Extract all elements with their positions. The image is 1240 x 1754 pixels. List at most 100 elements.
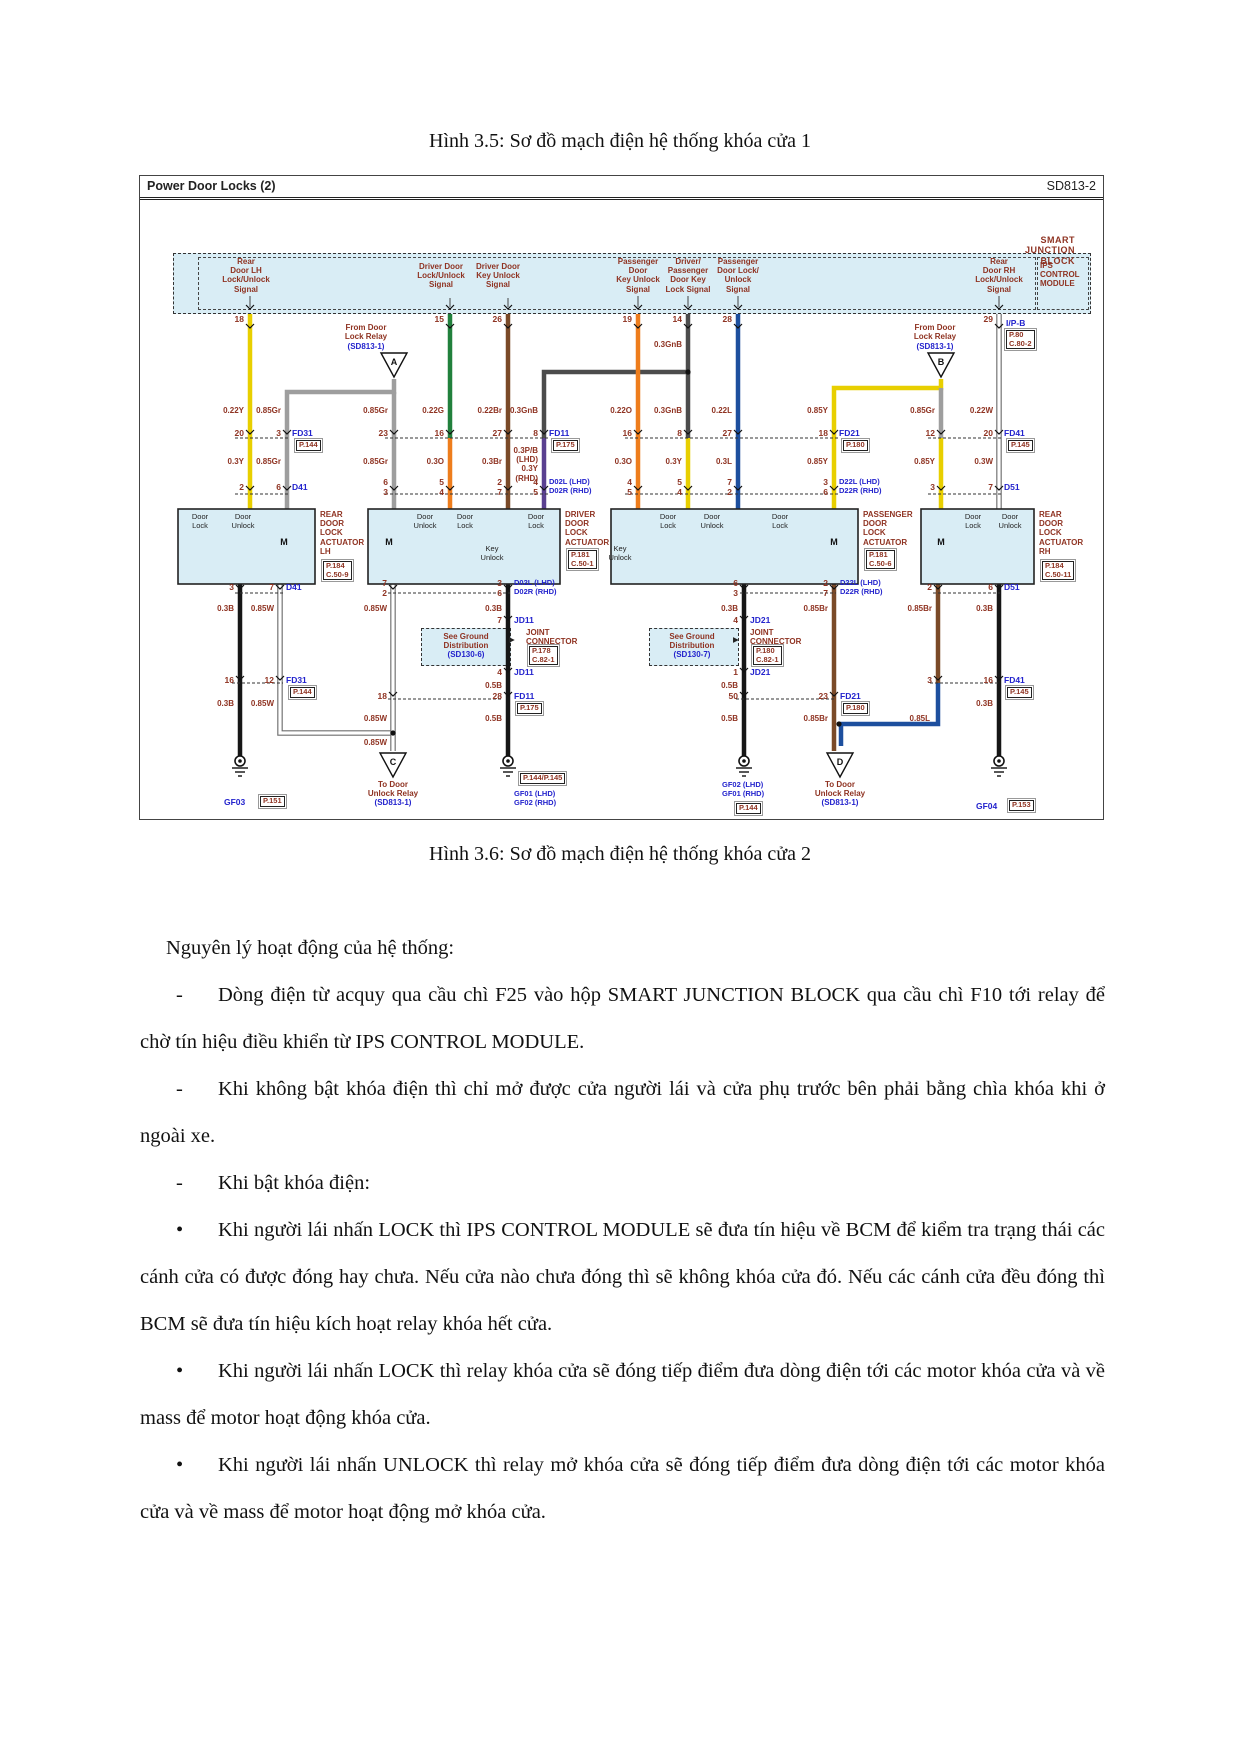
symbol-letter: M	[385, 537, 393, 547]
pin-number: 18	[234, 314, 244, 324]
pin-number: 1	[733, 667, 738, 677]
component-name: PASSENGER DOOR LOCK ACTUATOR	[863, 510, 913, 547]
wire-gauge-label: 0.5B	[721, 681, 738, 690]
pin-number: 3	[276, 428, 281, 438]
connector-ref-box: P.151	[258, 794, 287, 809]
wire	[831, 379, 944, 509]
pin-number: 16	[622, 428, 632, 438]
symbol-letter: C	[389, 757, 397, 767]
pin-number: 2 7	[497, 477, 502, 497]
signal-label: Passenger Door Key Unlock Signal	[616, 257, 660, 294]
pin-number: 12	[925, 428, 935, 438]
pin-number: 12	[264, 675, 274, 685]
door-lock-actuator-box	[367, 508, 561, 585]
wire-gauge-label: 0.22L	[711, 406, 732, 415]
connector-ref-box: P.175	[551, 438, 580, 453]
pin-number: 14	[672, 314, 682, 324]
wire-gauge-label: 0.85Y	[807, 457, 828, 466]
wire-gauge-label: 0.3B	[485, 604, 502, 613]
list-item: -Khi không bật khóa điện thì chỉ mở được…	[140, 1066, 1105, 1160]
wire-gauge-label: 0.85W	[250, 699, 274, 708]
pin-number: 18	[377, 691, 387, 701]
list-item-text: Khi không bật khóa điện thì chỉ mở được …	[140, 1078, 1105, 1147]
figure-caption-top: Hình 3.5: Sơ đồ mạch điện hệ thống khóa …	[429, 130, 811, 152]
pin-number: 3	[930, 482, 935, 492]
connector-ref-box: P.180	[841, 701, 870, 716]
relay-note: From Door Lock Relay	[344, 323, 388, 342]
symbol-letter: M	[280, 537, 288, 547]
wire-gauge-label: 0.85Gr	[256, 457, 281, 466]
connector-id: FD11	[514, 691, 535, 701]
schematic-ref: (SD130-7)	[673, 650, 711, 659]
symbol-letter: B	[937, 357, 945, 367]
pin-number: 28	[492, 691, 502, 701]
switch-label: Door Lock	[771, 512, 789, 530]
switch-label: Door Unlock	[413, 512, 437, 530]
wire-gauge-label: 0.5B	[721, 714, 738, 723]
switch-label: Door Lock	[964, 512, 982, 530]
pin-number: 3 6	[823, 477, 828, 497]
component-name: REAR DOOR LOCK ACTUATOR RH	[1039, 510, 1084, 556]
relay-triangle	[379, 352, 409, 379]
list-item-text: Khi người lái nhấn UNLOCK thì relay mở k…	[140, 1454, 1105, 1523]
switch-label: ▶	[509, 635, 515, 644]
switch-label: Door Lock	[191, 512, 209, 530]
pin-number: 4 5	[533, 477, 538, 497]
relay-note: See Ground Distribution	[669, 632, 715, 651]
list-item-text: Khi người lái nhấn LOCK thì relay khóa c…	[140, 1360, 1105, 1429]
symbol-letter: M	[937, 537, 945, 547]
pin-number: 6 3	[733, 578, 738, 598]
schematic-ref: (SD813-1)	[916, 342, 954, 351]
pin-number: 15	[434, 314, 444, 324]
pin-number: 2	[239, 482, 244, 492]
switch-label: Door Lock	[456, 512, 474, 530]
signal-label: Passenger Door Lock/ Unlock Signal	[717, 257, 759, 294]
wire-gauge-label: 0.3B	[976, 604, 993, 613]
connector-ref-box: P.80 C.80-2	[1004, 327, 1037, 352]
schematic-ref: (SD813-1)	[374, 798, 412, 807]
junction-dot	[390, 730, 396, 736]
pin-number: 27	[722, 428, 732, 438]
figure-caption-bottom: Hình 3.6: Sơ đồ mạch điện hệ thống khóa …	[429, 843, 811, 865]
list-item: -Dòng điện từ acquy qua cầu chì F25 vào …	[140, 972, 1105, 1066]
wire-gauge-label: 0.3Y	[665, 457, 682, 466]
relay-triangle	[926, 352, 956, 379]
connector-id: JD11	[514, 667, 534, 677]
signal-label: Driver Door Key Unlock Signal	[475, 262, 521, 290]
pin-number: 6 3	[383, 477, 388, 497]
list-item: •Khi người lái nhấn LOCK thì IPS CONTROL…	[140, 1207, 1105, 1348]
ground-dot	[742, 759, 746, 763]
pin-number: 6	[988, 582, 993, 592]
switch-label: Key Unlock	[608, 544, 632, 562]
relay-note: To Door Unlock Relay	[367, 780, 419, 799]
door-lock-actuator-box	[920, 508, 1035, 585]
connector-id: FD11	[549, 428, 570, 438]
ips-control-module-box	[1037, 257, 1089, 310]
list-marker: -	[176, 1078, 183, 1100]
list-item-text: Khi người lái nhấn LOCK thì IPS CONTROL …	[140, 1219, 1105, 1335]
list-marker: •	[176, 1219, 184, 1241]
wire-gauge-label: 0.3B	[976, 699, 993, 708]
wire-gauge-label: 0.22G	[422, 406, 444, 415]
relay-triangle	[378, 752, 408, 779]
wire-gauge-label: 0.22O	[610, 406, 632, 415]
switch-label: ▶	[733, 635, 739, 644]
switch-label: Door Lock	[659, 512, 677, 530]
connector-id: I/P-B	[1006, 318, 1026, 328]
pin-number: 7	[497, 615, 502, 625]
pin-number: 7 2	[727, 477, 732, 497]
wire-gauge-label: 0.5B	[485, 681, 502, 690]
wire-gauge-label: 0.5B	[485, 714, 502, 723]
connector-ref-box: P.180 C.82-1	[751, 643, 784, 668]
wire-gauge-label: 0.3GnB	[509, 406, 538, 415]
connector-ref-box: P.144/P.145	[517, 771, 568, 786]
pin-number: 16	[983, 675, 993, 685]
wire-gauge-label: 0.85Br	[803, 714, 828, 723]
pin-number: 16	[434, 428, 444, 438]
joint-connector-jd21-box	[649, 628, 739, 666]
intro-paragraph: Nguyên lý hoạt động của hệ thống:	[166, 937, 455, 959]
wire-gauge-label: 0.3GnB	[653, 340, 682, 349]
junction-dot	[685, 369, 691, 375]
